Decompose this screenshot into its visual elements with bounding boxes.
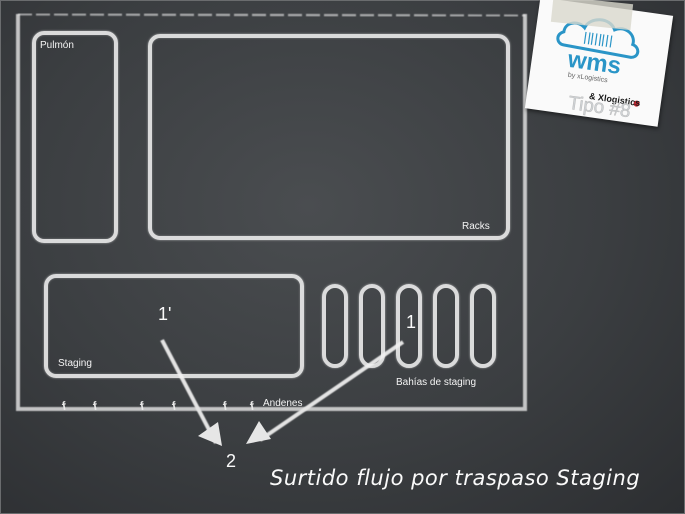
pulmon-label: Pulmón [40, 40, 74, 51]
staging-area [44, 274, 304, 378]
andenes-label: Andenes [263, 398, 303, 409]
marker-2: 2 [226, 451, 237, 471]
staging-bay [396, 284, 422, 368]
marker-1-prime: 1' [158, 304, 172, 324]
staging-bay [470, 284, 496, 368]
arrowhead-1 [246, 421, 271, 444]
staging-label: Staging [58, 358, 92, 369]
racks-label: Racks [462, 221, 490, 232]
building-wall-top [17, 12, 526, 18]
pulmon-area [32, 31, 118, 243]
arrow-1-prime [160, 339, 218, 444]
bahias-label: Bahías de staging [396, 377, 477, 388]
staging-bay [359, 284, 385, 368]
racks-area [148, 34, 510, 240]
slide-caption: Surtido flujo por traspaso Staging [270, 466, 641, 490]
marker-1: 1 [406, 312, 417, 332]
building-wall [16, 14, 527, 411]
staging-bay [322, 284, 348, 368]
arrowhead-1-prime [198, 422, 222, 446]
staging-bay [433, 284, 459, 368]
